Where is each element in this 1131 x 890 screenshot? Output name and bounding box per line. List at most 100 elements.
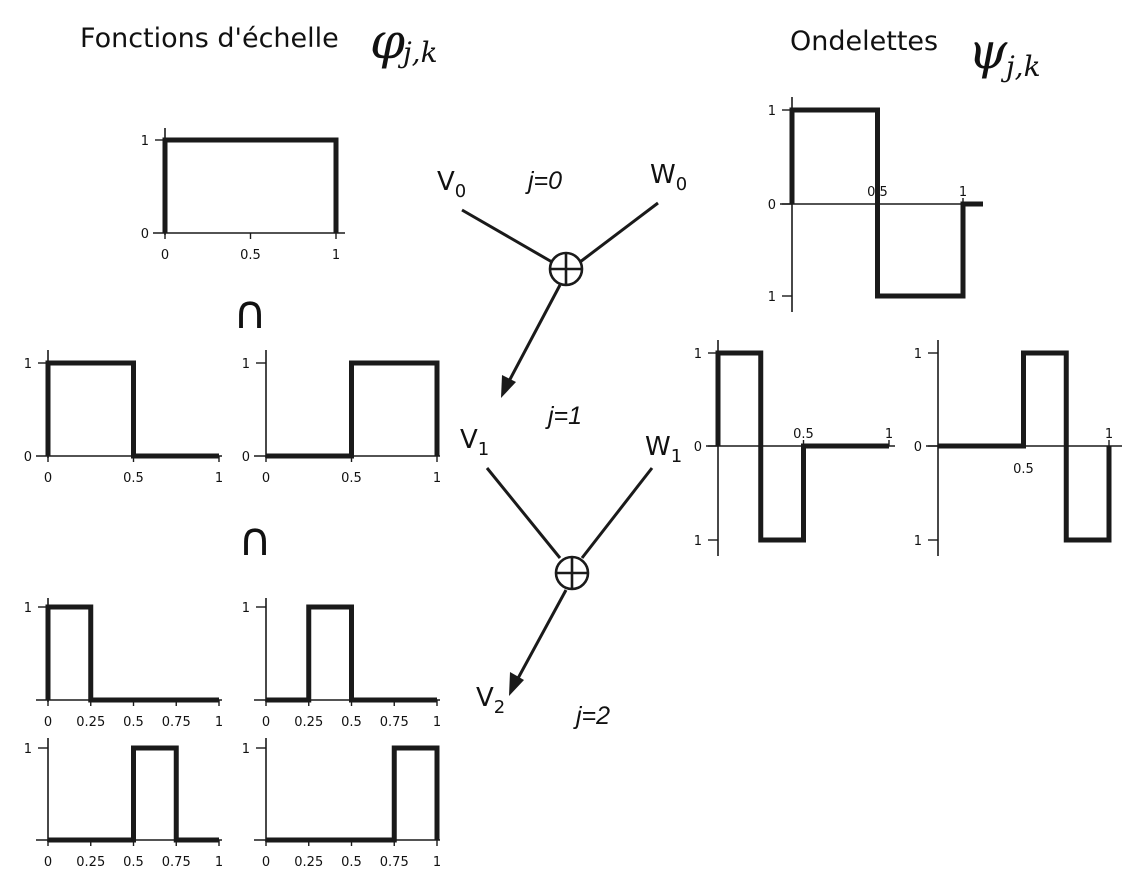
- x-tick-label: 0.75: [162, 855, 191, 870]
- x-tick-label: 0.5: [123, 855, 144, 870]
- x-tick-label: 0.5: [1013, 462, 1034, 477]
- x-tick-label: 0.75: [380, 855, 409, 870]
- edge-v1-sum: [485, 467, 562, 559]
- scaling-function-curve: [266, 604, 437, 703]
- decomposition-tree: V0 W0 V1 W1 V2 j=0 j=1 j=2: [437, 160, 687, 730]
- direct-sum-operator-1: [554, 555, 590, 591]
- x-tick-label: 0.5: [240, 248, 261, 263]
- x-tick-label: 0.5: [793, 427, 814, 442]
- x-tick-label: 0: [44, 471, 52, 486]
- x-tick-label: 0.5: [123, 715, 144, 730]
- x-tick-label: 0.25: [76, 855, 105, 870]
- x-tick-label: 0: [262, 855, 270, 870]
- x-tick-label: 1: [215, 715, 223, 730]
- scaling-function-curve: [45, 604, 219, 703]
- y-tick-label: 1: [694, 534, 702, 549]
- scaling-function-curve: [162, 137, 339, 233]
- x-tick-label: 0.5: [123, 471, 144, 486]
- wavelet-plot-1: 1 0 1 0.5 1: [694, 340, 895, 556]
- x-tick-label: 0.5: [341, 471, 362, 486]
- scaling-plot-5: 1 0 0.25 0.5 0.75 1: [24, 738, 223, 870]
- x-tick-label: 1: [1105, 427, 1113, 442]
- x-tick-label: 1: [433, 855, 441, 870]
- scaling-plot-4: 1 0 0.25 0.5 0.75 1: [242, 598, 441, 730]
- x-tick-label: 0: [262, 715, 270, 730]
- x-tick-label: 0.25: [294, 715, 323, 730]
- y-tick-label: 1: [694, 347, 702, 362]
- x-tick-label: 0.25: [76, 715, 105, 730]
- x-tick-label: 0.5: [341, 855, 362, 870]
- x-tick-label: 1: [215, 471, 223, 486]
- arrowhead-v1: [501, 375, 516, 398]
- y-tick-label: 1: [242, 601, 250, 616]
- y-tick-label: 1: [24, 601, 32, 616]
- subset-symbol-0-1: ∩: [233, 285, 267, 339]
- phi-symbol: φ: [370, 12, 405, 70]
- arrowhead-v2: [509, 672, 524, 696]
- x-tick-label: 0: [44, 715, 52, 730]
- scaling-function-curve: [48, 745, 219, 843]
- scaling-function-curve: [266, 360, 440, 459]
- x-tick-label: 1: [885, 427, 893, 442]
- psi-symbol: ψ: [968, 22, 1008, 80]
- x-tick-label: 1: [332, 248, 340, 263]
- scaling-function-curve: [266, 745, 440, 843]
- space-label-w1: W1: [645, 432, 682, 467]
- x-tick-label: 1: [433, 471, 441, 486]
- x-tick-label: 1: [959, 185, 967, 200]
- edge-w1-sum: [580, 467, 654, 559]
- y-tick-label: 0: [768, 198, 776, 213]
- y-tick-label: 0: [694, 440, 702, 455]
- y-tick-label: 0: [242, 450, 250, 465]
- y-tick-label: 1: [24, 742, 32, 757]
- edge-sum-v1: [505, 284, 562, 386]
- wavelet-function-curve: [789, 107, 983, 299]
- x-tick-label: 0.5: [341, 715, 362, 730]
- y-tick-label: 1: [242, 357, 250, 372]
- phi-subscript: j,k: [397, 36, 438, 69]
- scaling-plot-6: 1 0 0.25 0.5 0.75 1: [242, 738, 441, 870]
- x-tick-label: 0: [262, 471, 270, 486]
- y-tick-label: 0: [914, 440, 922, 455]
- y-tick-label: 1: [768, 290, 776, 305]
- scaling-plot-3: 1 0 0.25 0.5 0.75 1: [24, 598, 223, 730]
- y-tick-label: 0: [141, 227, 149, 242]
- y-tick-label: 1: [24, 357, 32, 372]
- space-label-v0: V0: [437, 167, 466, 202]
- subset-symbol-1-2: ∩: [238, 512, 272, 566]
- y-tick-label: 1: [141, 134, 149, 149]
- x-tick-label: 0.75: [380, 715, 409, 730]
- y-tick-label: 0: [24, 450, 32, 465]
- x-tick-label: 0.75: [162, 715, 191, 730]
- level-label-2: j=2: [573, 702, 610, 730]
- scaling-functions-title: Fonctions d'échelle: [80, 23, 339, 54]
- level-label-1: j=1: [545, 402, 582, 430]
- x-tick-label: 0: [161, 248, 169, 263]
- wavelet-function-curve: [715, 350, 889, 543]
- wavelet-function-curve: [938, 350, 1112, 543]
- direct-sum-operator-0: [548, 251, 584, 287]
- space-label-v2: V2: [476, 683, 505, 718]
- level-label-0: j=0: [525, 167, 562, 195]
- scaling-plot-2: 1 00 0.5 1: [242, 350, 441, 486]
- psi-subscript: j,k: [1000, 50, 1041, 83]
- y-tick-label: 1: [768, 104, 776, 119]
- space-label-w0: W0: [650, 160, 687, 195]
- y-tick-label: 1: [242, 742, 250, 757]
- scaling-plot-1: 1 00 0.5 1: [24, 350, 223, 486]
- scaling-plot-0: 1 00 0.5 1: [141, 128, 345, 263]
- wavelets-title: Ondelettes: [790, 26, 938, 57]
- y-tick-label: 1: [914, 534, 922, 549]
- edge-w0-sum: [579, 201, 659, 264]
- x-tick-label: 1: [433, 715, 441, 730]
- edge-v0-sum: [461, 208, 553, 264]
- edge-sum-v2: [514, 589, 568, 683]
- x-tick-label: 0.25: [294, 855, 323, 870]
- x-tick-label: 0: [44, 855, 52, 870]
- space-label-v1: V1: [460, 425, 489, 460]
- x-tick-label: 1: [215, 855, 223, 870]
